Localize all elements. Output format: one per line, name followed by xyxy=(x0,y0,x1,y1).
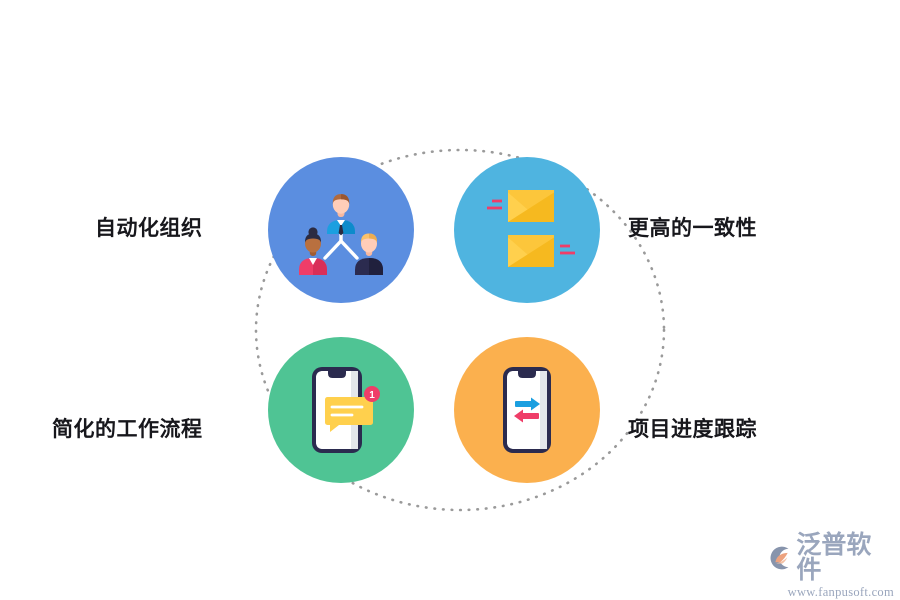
node-circle-workflow[interactable]: 1 xyxy=(268,337,414,483)
watermark-brand: 泛普软件 xyxy=(796,531,872,584)
node-circle-progress[interactable] xyxy=(454,337,600,483)
fanpu-c-swoosh-logo-icon xyxy=(770,546,789,570)
phone-message-icon: 1 xyxy=(312,367,380,453)
node-circle-consistency[interactable] xyxy=(454,157,600,303)
node-label-workflow: 简化的工作流程 xyxy=(52,418,203,441)
node-label-automation: 自动化组织 xyxy=(95,217,203,240)
notification-badge-count: 1 xyxy=(369,390,375,401)
phone-sync-arrows-icon xyxy=(503,367,551,453)
node-label-progress: 项目进度跟踪 xyxy=(628,418,757,441)
dotted-connector-ring xyxy=(254,148,666,512)
envelopes-icon xyxy=(487,190,575,267)
watermark-url: www.fanpusoft.com xyxy=(787,585,894,599)
people-network-icon xyxy=(299,194,383,275)
watermark: 泛普软件 www.fanpusoft.com xyxy=(766,531,894,599)
node-label-consistency: 更高的一致性 xyxy=(628,217,757,240)
node-circle-automation[interactable] xyxy=(268,157,414,303)
